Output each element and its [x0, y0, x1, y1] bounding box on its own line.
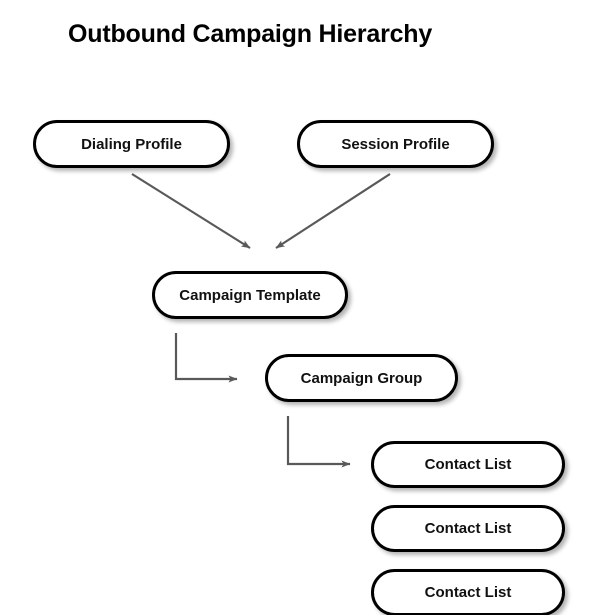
node-label: Contact List: [424, 456, 512, 473]
node-contact-list-3[interactable]: Contact List: [371, 569, 565, 615]
connector-dialing-to-template: [131, 173, 251, 249]
node-campaign-group[interactable]: Campaign Group: [265, 354, 458, 402]
page-title: Outbound Campaign Hierarchy: [68, 20, 433, 48]
node-campaign-template[interactable]: Campaign Template: [152, 271, 348, 319]
node-label: Dialing Profile: [81, 135, 182, 153]
node-session-profile[interactable]: Session Profile: [297, 120, 494, 168]
connector-group-to-contact: [286, 416, 351, 468]
node-label: Campaign Template: [179, 286, 321, 304]
node-label: Session Profile: [341, 135, 450, 153]
node-contact-list-1[interactable]: Contact List: [371, 441, 565, 488]
node-label: Contact List: [424, 520, 512, 537]
node-label: Contact List: [424, 584, 512, 601]
node-contact-list-2[interactable]: Contact List: [371, 505, 565, 552]
connector-session-to-template: [275, 173, 391, 249]
connector-template-to-group: [174, 333, 238, 383]
node-label: Campaign Group: [300, 369, 423, 387]
node-dialing-profile[interactable]: Dialing Profile: [33, 120, 230, 168]
